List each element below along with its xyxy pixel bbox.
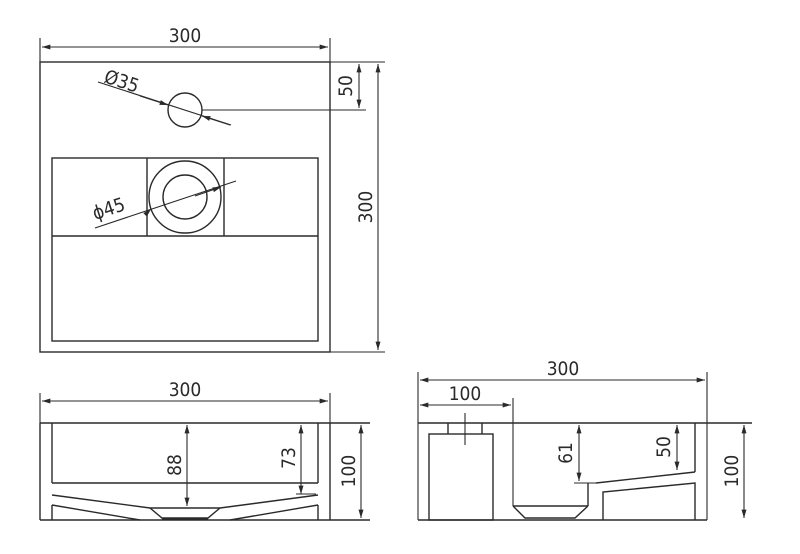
basin-outline-top [39,61,331,353]
front-width-label: 300 [169,379,202,401]
drain-diameter-label: ϕ45 [90,194,128,225]
tap-hole-diameter-label: Ø35 [101,66,141,98]
drain-outer-circle [148,160,222,234]
front-height-label: 100 [338,455,360,488]
front-depth-center-label: 88 [164,454,186,476]
front-depth-side-label: 73 [278,447,300,469]
front-view: 300 88 73 100 [39,379,370,521]
drain-inner-circle [162,174,208,220]
basin-bowl-outline [51,157,319,342]
side-width-label: 300 [547,358,580,380]
side-section-label: 100 [449,383,482,405]
side-depth-1-label: 61 [555,442,577,464]
top-height-label: 300 [355,191,377,224]
top-width-label: 300 [169,25,202,47]
side-section-view: 300 100 61 50 100 [417,358,752,521]
top-view: 300 50 300 Ø35 ϕ45 [39,25,385,353]
side-depth-2-label: 50 [653,436,675,458]
side-height-label: 100 [721,455,743,488]
tap-offset-label: 50 [335,75,357,97]
